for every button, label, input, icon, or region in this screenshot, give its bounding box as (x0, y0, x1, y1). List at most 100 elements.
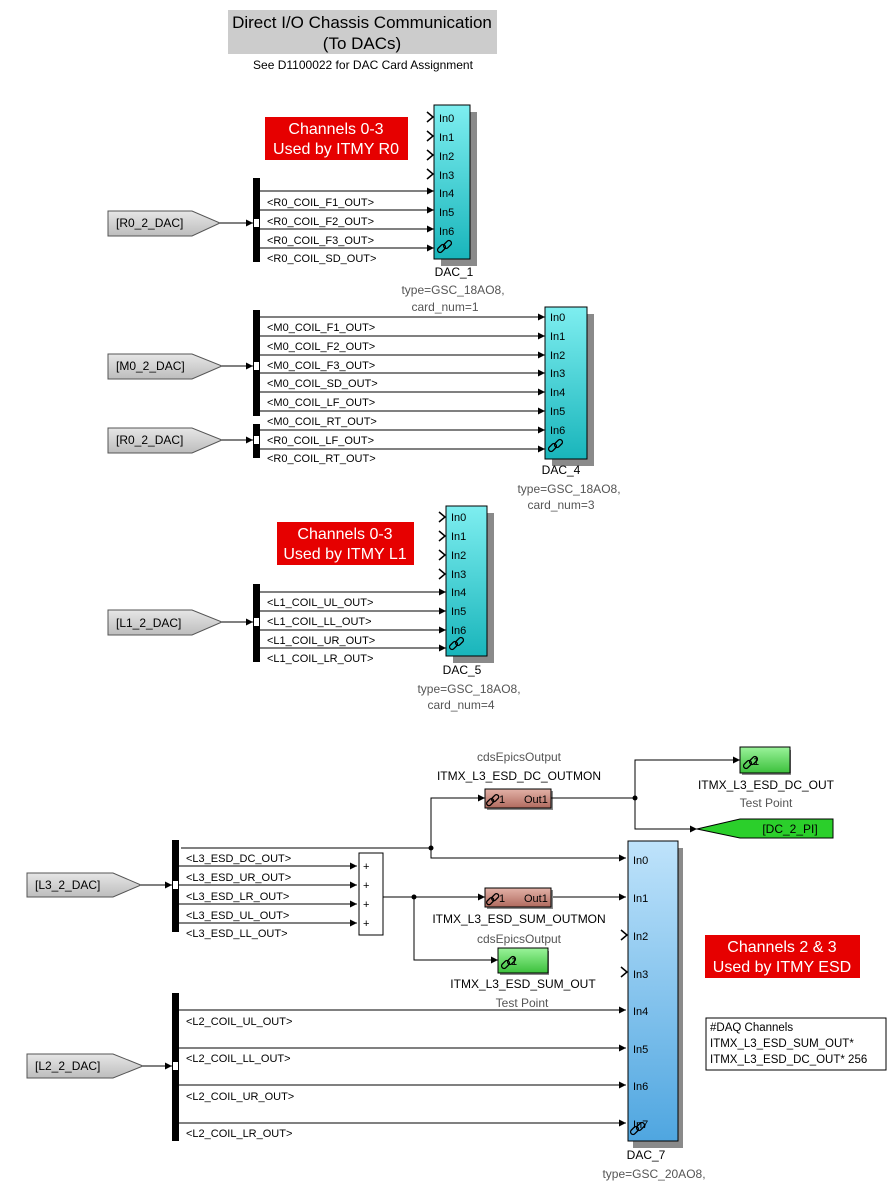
testpoint-dc-block[interactable]: 1 (739, 746, 791, 775)
bus-selector-l1[interactable] (253, 584, 260, 662)
signal-label: <M0_COIL_RT_OUT> (267, 416, 377, 428)
wires-l1 (260, 588, 446, 652)
dac-4-card: card_num=3 (527, 498, 594, 512)
library-link-icon (742, 755, 759, 770)
port-label: In5 (451, 606, 466, 618)
signal-label: <R0_COIL_SD_OUT> (267, 253, 376, 265)
signal-label: <R0_COIL_F3_OUT> (267, 235, 374, 247)
sum-sign: + (363, 918, 369, 930)
annotation-l1: Channels 0-3 Used by ITMY L1 (277, 522, 414, 565)
from-block-m0[interactable]: [M0_2_DAC] (107, 353, 224, 380)
bus-selector-r0-b[interactable] (253, 424, 260, 458)
port-label: In1 (439, 132, 454, 144)
daq-note-line: #DAQ Channels (710, 1022, 793, 1034)
daq-note-line: ITMX_L3_ESD_SUM_OUT* (710, 1038, 854, 1050)
annotation-esd-line1: Channels 2 & 3 (727, 939, 837, 956)
port-label: In6 (451, 625, 466, 637)
bus-selector-m0[interactable] (253, 310, 260, 416)
wires-l3 (179, 862, 357, 927)
signal-label: <L1_COIL_LL_OUT> (267, 616, 372, 628)
port-label: In5 (550, 406, 565, 418)
library-link-icon (436, 239, 453, 254)
epics-sum-block[interactable]: 1 Out1 (484, 887, 553, 909)
goto-dc-2-pi[interactable]: [DC_2_PI] (696, 818, 834, 839)
title-line1: Direct I/O Chassis Communication (232, 13, 492, 32)
port-label: In0 (633, 855, 648, 867)
annotation-l1-line1: Channels 0-3 (297, 526, 392, 543)
port-label: In2 (550, 350, 565, 362)
library-link-icon (486, 893, 500, 906)
open-port-chevrons (426, 111, 435, 180)
annotation-l1-line2: Used by ITMY L1 (283, 546, 406, 563)
dac-1-card: card_num=1 (411, 300, 478, 314)
sum-block[interactable]: + + + + (358, 852, 384, 936)
signal-label: <L3_ESD_UR_OUT> (186, 872, 291, 884)
sum-sign: + (363, 880, 369, 892)
port-number: 1 (499, 794, 505, 806)
dac-4-type: type=GSC_18AO8, (517, 482, 620, 496)
dac-5-block[interactable]: In0 In1 In2 In3 In4 In5 In6 (438, 505, 494, 663)
daq-channels-note: #DAQ Channels ITMX_L3_ESD_SUM_OUT* ITMX_… (705, 1017, 887, 1071)
from-tag-r0-b: [R0_2_DAC] (116, 433, 183, 447)
port-label: In2 (633, 931, 648, 943)
signal-label: <L3_ESD_UL_OUT> (186, 910, 289, 922)
dac-5-card: card_num=4 (427, 698, 494, 712)
testpoint-sum-block[interactable]: 1 (497, 947, 549, 975)
testpoint-dc-label: Test Point (740, 796, 793, 810)
port-out-label: Out1 (524, 893, 548, 905)
epics-sum-name: ITMX_L3_ESD_SUM_OUTMON (432, 912, 605, 926)
library-link-icon (448, 636, 465, 651)
port-label: In4 (451, 587, 466, 599)
testpoint-sum-label: Test Point (496, 996, 549, 1010)
library-link-icon (547, 438, 564, 453)
from-tag-m0: [M0_2_DAC] (116, 359, 185, 373)
title-background (228, 10, 497, 54)
wires-l2 (179, 1006, 626, 1127)
port-label: In3 (439, 170, 454, 182)
annotation-r0-line2: Used by ITMY R0 (273, 141, 399, 158)
open-port-chevrons (620, 929, 629, 978)
dac-7-block[interactable]: In0 In1 In2 In3 In4 In5 In6 In7 (620, 840, 683, 1148)
library-link-icon (486, 794, 500, 807)
dac-4-name: DAC_4 (542, 463, 581, 477)
from-block-r0-b[interactable]: [R0_2_DAC] (107, 427, 224, 454)
from-block-l1[interactable]: [L1_2_DAC] (107, 609, 224, 636)
port-label: In1 (633, 893, 648, 905)
bus-selector-r0-a[interactable] (253, 178, 260, 262)
wires-r0-a (260, 187, 434, 252)
signal-label: <R0_COIL_RT_OUT> (267, 453, 376, 465)
port-label: In5 (439, 207, 454, 219)
port-label: In3 (550, 368, 565, 380)
port-label: In2 (451, 550, 466, 562)
library-link-icon (500, 955, 517, 970)
signal-labels-l1: <L1_COIL_UL_OUT> <L1_COIL_LL_OUT> <L1_CO… (267, 597, 375, 665)
bus-selector-l2[interactable] (172, 993, 179, 1141)
wires-dc-branch (181, 756, 740, 862)
port-label: In6 (633, 1081, 648, 1093)
bus-selector-l3[interactable] (172, 840, 179, 932)
signal-label: <L2_COIL_UR_OUT> (186, 1091, 294, 1103)
from-block-l2[interactable]: [L2_2_DAC] (26, 1053, 145, 1079)
from-block-l3[interactable]: [L3_2_DAC] (26, 872, 143, 898)
signal-label: <M0_COIL_F2_OUT> (267, 341, 375, 353)
testpoint-dc-name: ITMX_L3_ESD_DC_OUT (698, 778, 835, 792)
annotation-esd: Channels 2 & 3 Used by ITMY ESD (705, 935, 860, 978)
sum-sign: + (363, 861, 369, 873)
port-label: In4 (550, 387, 565, 399)
dac-5-name: DAC_5 (443, 663, 482, 677)
from-tag-l3: [L3_2_DAC] (35, 878, 100, 892)
port-out-label: Out1 (524, 794, 548, 806)
title-block: Direct I/O Chassis Communication (To DAC… (228, 10, 497, 72)
signal-label: <L2_COIL_LL_OUT> (186, 1053, 291, 1065)
signal-label: <L3_ESD_LR_OUT> (186, 891, 289, 903)
dac-1-block[interactable]: In0 In1 In2 In3 In4 In5 In6 (426, 104, 477, 266)
testpoint-sum-name: ITMX_L3_ESD_SUM_OUT (450, 977, 596, 991)
epics-dc-block[interactable]: 1 Out1 (484, 788, 553, 810)
signal-labels-m0: <M0_COIL_F1_OUT> <M0_COIL_F2_OUT> <M0_CO… (267, 322, 378, 465)
port-label: In5 (633, 1044, 648, 1056)
signal-labels-r0-a: <R0_COIL_F1_OUT> <R0_COIL_F2_OUT> <R0_CO… (267, 197, 376, 265)
port-label: In1 (451, 531, 466, 543)
dac-4-block[interactable]: In0 In1 In2 In3 In4 In5 In6 (544, 306, 594, 466)
from-block-r0-a[interactable]: [R0_2_DAC] (107, 210, 222, 237)
